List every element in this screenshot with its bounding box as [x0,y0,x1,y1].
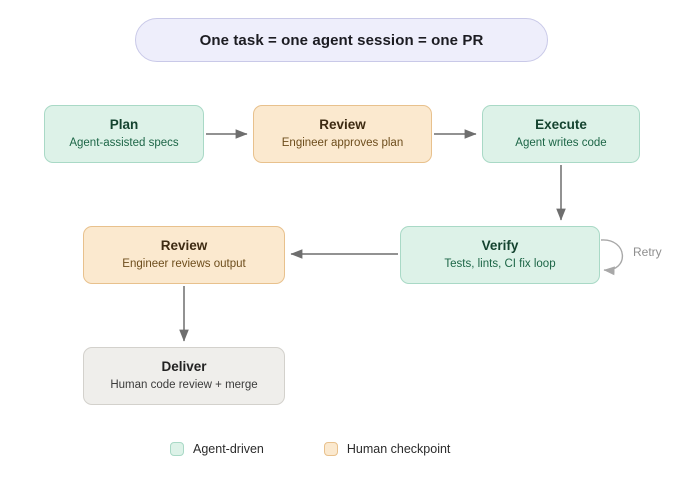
node-review-output[interactable]: Review Engineer reviews output [83,226,285,284]
node-review-plan[interactable]: Review Engineer approves plan [253,105,432,163]
legend-item-human-checkpoint: Human checkpoint [323,442,451,456]
node-verify-title: Verify [481,237,519,253]
node-review-plan-title: Review [319,116,366,132]
node-verify[interactable]: Verify Tests, lints, CI fix loop [400,226,600,284]
node-review-plan-subtitle: Engineer approves plan [281,136,404,149]
retry-edge-label: Retry [633,245,662,259]
legend-label-agent-driven: Agent-driven [193,442,264,456]
node-deliver[interactable]: Deliver Human code review + merge [83,347,285,405]
node-deliver-title: Deliver [161,358,207,374]
node-deliver-subtitle: Human code review + merge [110,378,258,391]
node-review-output-title: Review [160,237,208,253]
header-banner: One task = one agent session = one PR [135,18,548,62]
legend-swatch-human-icon [323,442,338,456]
node-execute-subtitle: Agent writes code [515,136,607,149]
node-execute[interactable]: Execute Agent writes code [482,105,640,163]
legend: Agent-driven Human checkpoint [170,442,450,456]
node-plan[interactable]: Plan Agent-assisted specs [44,105,204,163]
node-plan-subtitle: Agent-assisted specs [69,136,179,149]
edge-verify-retry-loop [600,239,624,276]
node-execute-title: Execute [535,116,587,132]
legend-item-agent-driven: Agent-driven [170,442,264,456]
node-verify-subtitle: Tests, lints, CI fix loop [444,257,556,270]
legend-swatch-agent-icon [170,442,184,456]
node-review-output-subtitle: Engineer reviews output [122,257,246,270]
header-banner-text: One task = one agent session = one PR [199,31,484,49]
legend-label-human-checkpoint: Human checkpoint [346,442,451,456]
node-plan-title: Plan [109,116,139,132]
